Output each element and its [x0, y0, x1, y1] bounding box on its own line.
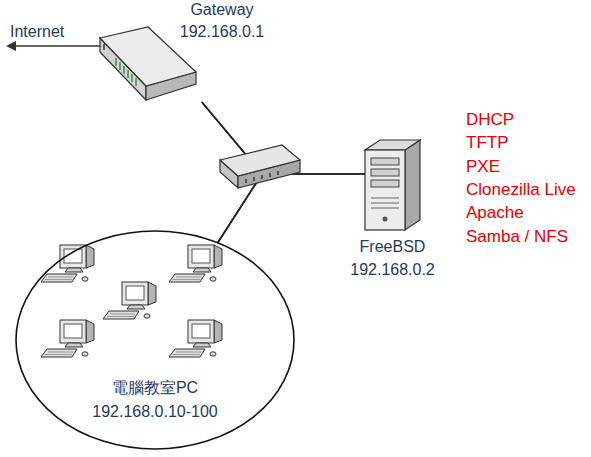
switch-symbol: [220, 145, 300, 188]
node-name: FreeBSD: [345, 237, 440, 257]
node-name: 電腦教室PC: [55, 378, 255, 398]
ellipse-shape: [16, 231, 294, 449]
service-label: Clonezilla Live: [466, 180, 576, 200]
gateway-node: Gateway192.168.0.1: [95, 0, 265, 102]
internet-arrow: [6, 41, 100, 51]
server-node: FreeBSD192.168.0.2: [365, 140, 420, 285]
service-label: TFTP: [466, 133, 509, 153]
service-label: Samba / NFS: [466, 227, 568, 247]
service-label: PXE: [466, 157, 500, 177]
service-label: Apache: [466, 203, 524, 223]
server-symbol: [365, 140, 420, 230]
ip-address: 192.168.0.2: [345, 260, 440, 280]
service-label: DHCP: [466, 110, 514, 130]
ip-address: 192.168.0.10-100: [55, 402, 255, 422]
node-name: Gateway: [167, 0, 277, 20]
ip-address: 192.168.0.1: [167, 22, 277, 42]
internet-label: Internet: [10, 22, 64, 42]
classroom-ellipse: 電腦教室PC 192.168.0.10-100: [15, 230, 295, 450]
pc-icons: [41, 245, 222, 357]
